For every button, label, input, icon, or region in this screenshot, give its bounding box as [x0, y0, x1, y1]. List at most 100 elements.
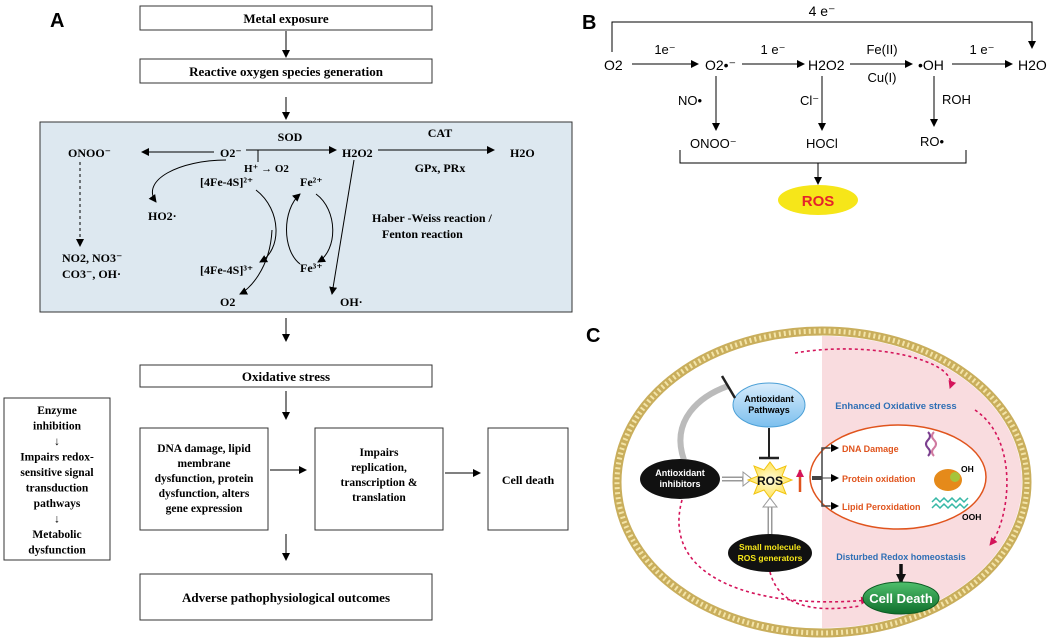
h-plus-o2-label: H⁺ → O2	[244, 163, 289, 175]
antioxidant-inhibitors-line-1: Antioxidant	[655, 468, 705, 478]
pathway-box	[39, 121, 573, 313]
antioxidant-inhibitors-ellipse	[640, 459, 720, 499]
superoxide-label: O2⁻	[220, 146, 242, 160]
side-effects-line-3: ↓	[54, 436, 60, 448]
panel-b-label: B	[582, 12, 596, 34]
onoo-label: ONOO⁻	[68, 146, 111, 160]
b-hocl: HOCl	[806, 136, 838, 151]
small-molecule-ellipse	[728, 534, 812, 572]
fe3-label: Fe³⁺	[300, 261, 323, 275]
impairs-line-4: translation	[352, 492, 406, 504]
fe-ii-label: Fe(II)	[866, 42, 897, 57]
impairs-line-3: transcription &	[341, 477, 418, 489]
antioxidant-pathways-ellipse	[732, 382, 806, 428]
arrow-h2o2-to-oh	[329, 159, 355, 295]
impairs-line-1: Impairs	[360, 447, 400, 459]
metal-exposure-box	[139, 5, 433, 31]
arrow-fe3-to-fe2	[286, 193, 301, 265]
gpx-prx-label: GPx, PRx	[415, 161, 466, 175]
side-effects-line-5: sensitive signal	[20, 467, 93, 479]
haber-weiss-label: Haber -Weiss reaction /	[372, 211, 493, 225]
dotted-arrow-inhibitors-to-death	[678, 499, 869, 605]
ooh-mark-label: OOH	[962, 512, 981, 522]
damage-line-5: gene expression	[166, 503, 243, 515]
fe4s4-3plus-label: [4Fe-4S]³⁺	[200, 263, 253, 277]
c-ros-label: ROS	[757, 474, 783, 488]
side-effects-line-8: ↓	[54, 514, 60, 526]
side-effects-line-1: Enzyme	[37, 405, 77, 417]
arrow-to-ho2	[148, 159, 227, 203]
ros-ellipse	[778, 185, 858, 215]
cell-death-text: Cell death	[502, 473, 555, 487]
inhibitors-block-bar	[720, 375, 737, 399]
side-effects-line-4: Impairs redox-	[20, 452, 94, 464]
dna-damage-label: DNA Damage	[842, 444, 899, 454]
hollow-arrow-head-2	[761, 497, 779, 508]
cu-i-label: Cu(I)	[868, 70, 897, 85]
panel-c-label: C	[586, 325, 600, 347]
panel-b: B 4 e⁻ O2 1e⁻ O2•⁻ 1 e⁻ H2O2 Fe(II) Cu(I…	[582, 3, 1047, 215]
impairs-line-2: replication,	[351, 462, 407, 474]
sod-label: SOD	[278, 130, 303, 144]
nitro-products-line-1: NO2, NO3⁻	[62, 251, 122, 265]
dna-helix-icon	[925, 431, 931, 457]
b-h2o2: H2O2	[808, 57, 845, 73]
b-oh-radical: •OH	[918, 57, 944, 73]
cat-label: CAT	[428, 126, 452, 140]
b-ros-label: ROS	[802, 193, 835, 210]
small-molecule-line-2: ROS generators	[738, 553, 803, 563]
oxidative-stress-text: Oxidative stress	[242, 369, 330, 384]
h2o2-label: H2O2	[342, 146, 373, 160]
o2-bottom-label: O2	[220, 295, 235, 309]
b-h2o: H2O	[1018, 57, 1047, 73]
impairs-box	[314, 427, 444, 531]
nitro-products-line-2: CO3⁻, OH·	[62, 267, 121, 281]
four-e-label: 4 e⁻	[809, 3, 836, 19]
fenton-label: Fenton reaction	[382, 227, 463, 241]
inhibitors-block-arc	[677, 383, 730, 461]
antioxidant-pathways-line-2: Pathways	[748, 405, 790, 415]
fe4s4-2plus-label: [4Fe-4S]²⁺	[200, 175, 253, 189]
side-effects-line-7: pathways	[34, 498, 81, 510]
four-electron-arrow	[611, 21, 1036, 52]
side-effects-line-6: transduction	[26, 483, 89, 495]
damage-line-4: dysfunction, alters	[159, 488, 250, 500]
dotted-arrow-generators-to-death	[769, 571, 861, 610]
panel-a-label: A	[50, 10, 64, 32]
b-ro-radical: RO•	[920, 134, 945, 149]
oh-mark-label: OH	[961, 464, 974, 474]
ros-generation-box	[139, 58, 433, 84]
panel-c: C Antioxidant Pathways Antioxidant inhib…	[586, 325, 1032, 638]
lipid-chain-icon	[931, 496, 969, 510]
enhanced-oxidative-stress-label: Enhanced Oxidative stress	[835, 401, 956, 412]
antioxidant-pathways-line-1: Antioxidant	[744, 394, 794, 404]
cell-death-ellipse	[862, 581, 940, 615]
disturbed-redox-label: Disturbed Redox homeostasis	[836, 552, 966, 562]
adverse-box	[139, 573, 433, 621]
side-effects-line-10: dysfunction	[28, 545, 86, 557]
damage-line-2: membrane	[177, 458, 230, 470]
roh-label: ROH	[942, 92, 971, 107]
oh-bottom-label: OH·	[340, 295, 363, 309]
arrow-fe4s4-oxidation	[255, 189, 277, 263]
dna-helix-icon-strand	[931, 431, 937, 457]
protein-oxidation-label: Protein oxidation	[842, 474, 916, 484]
impairs-text: Impairs replication, transcription & transl…	[341, 447, 418, 504]
small-molecule-line-1: Small molecule	[739, 542, 801, 552]
ho2-label: HO2·	[148, 209, 177, 223]
ros-bracket	[679, 150, 967, 164]
b-superoxide: O2•⁻	[705, 57, 736, 73]
side-effects-line-9: Metabolic	[32, 529, 81, 541]
protein-oh-site-icon	[950, 472, 960, 482]
cl-minus-label: Cl⁻	[800, 93, 819, 108]
adverse-text: Adverse pathophysiological outcomes	[182, 590, 390, 605]
b-1e-label-1: 1e⁻	[654, 42, 675, 57]
b-onoo: ONOO⁻	[690, 136, 737, 151]
fe2-label: Fe²⁺	[300, 175, 323, 189]
b-1e-label-2: 1 e⁻	[761, 42, 786, 57]
dotted-arrow-stress-to-redox	[974, 409, 1008, 546]
cell-membrane-inner	[614, 328, 1030, 636]
